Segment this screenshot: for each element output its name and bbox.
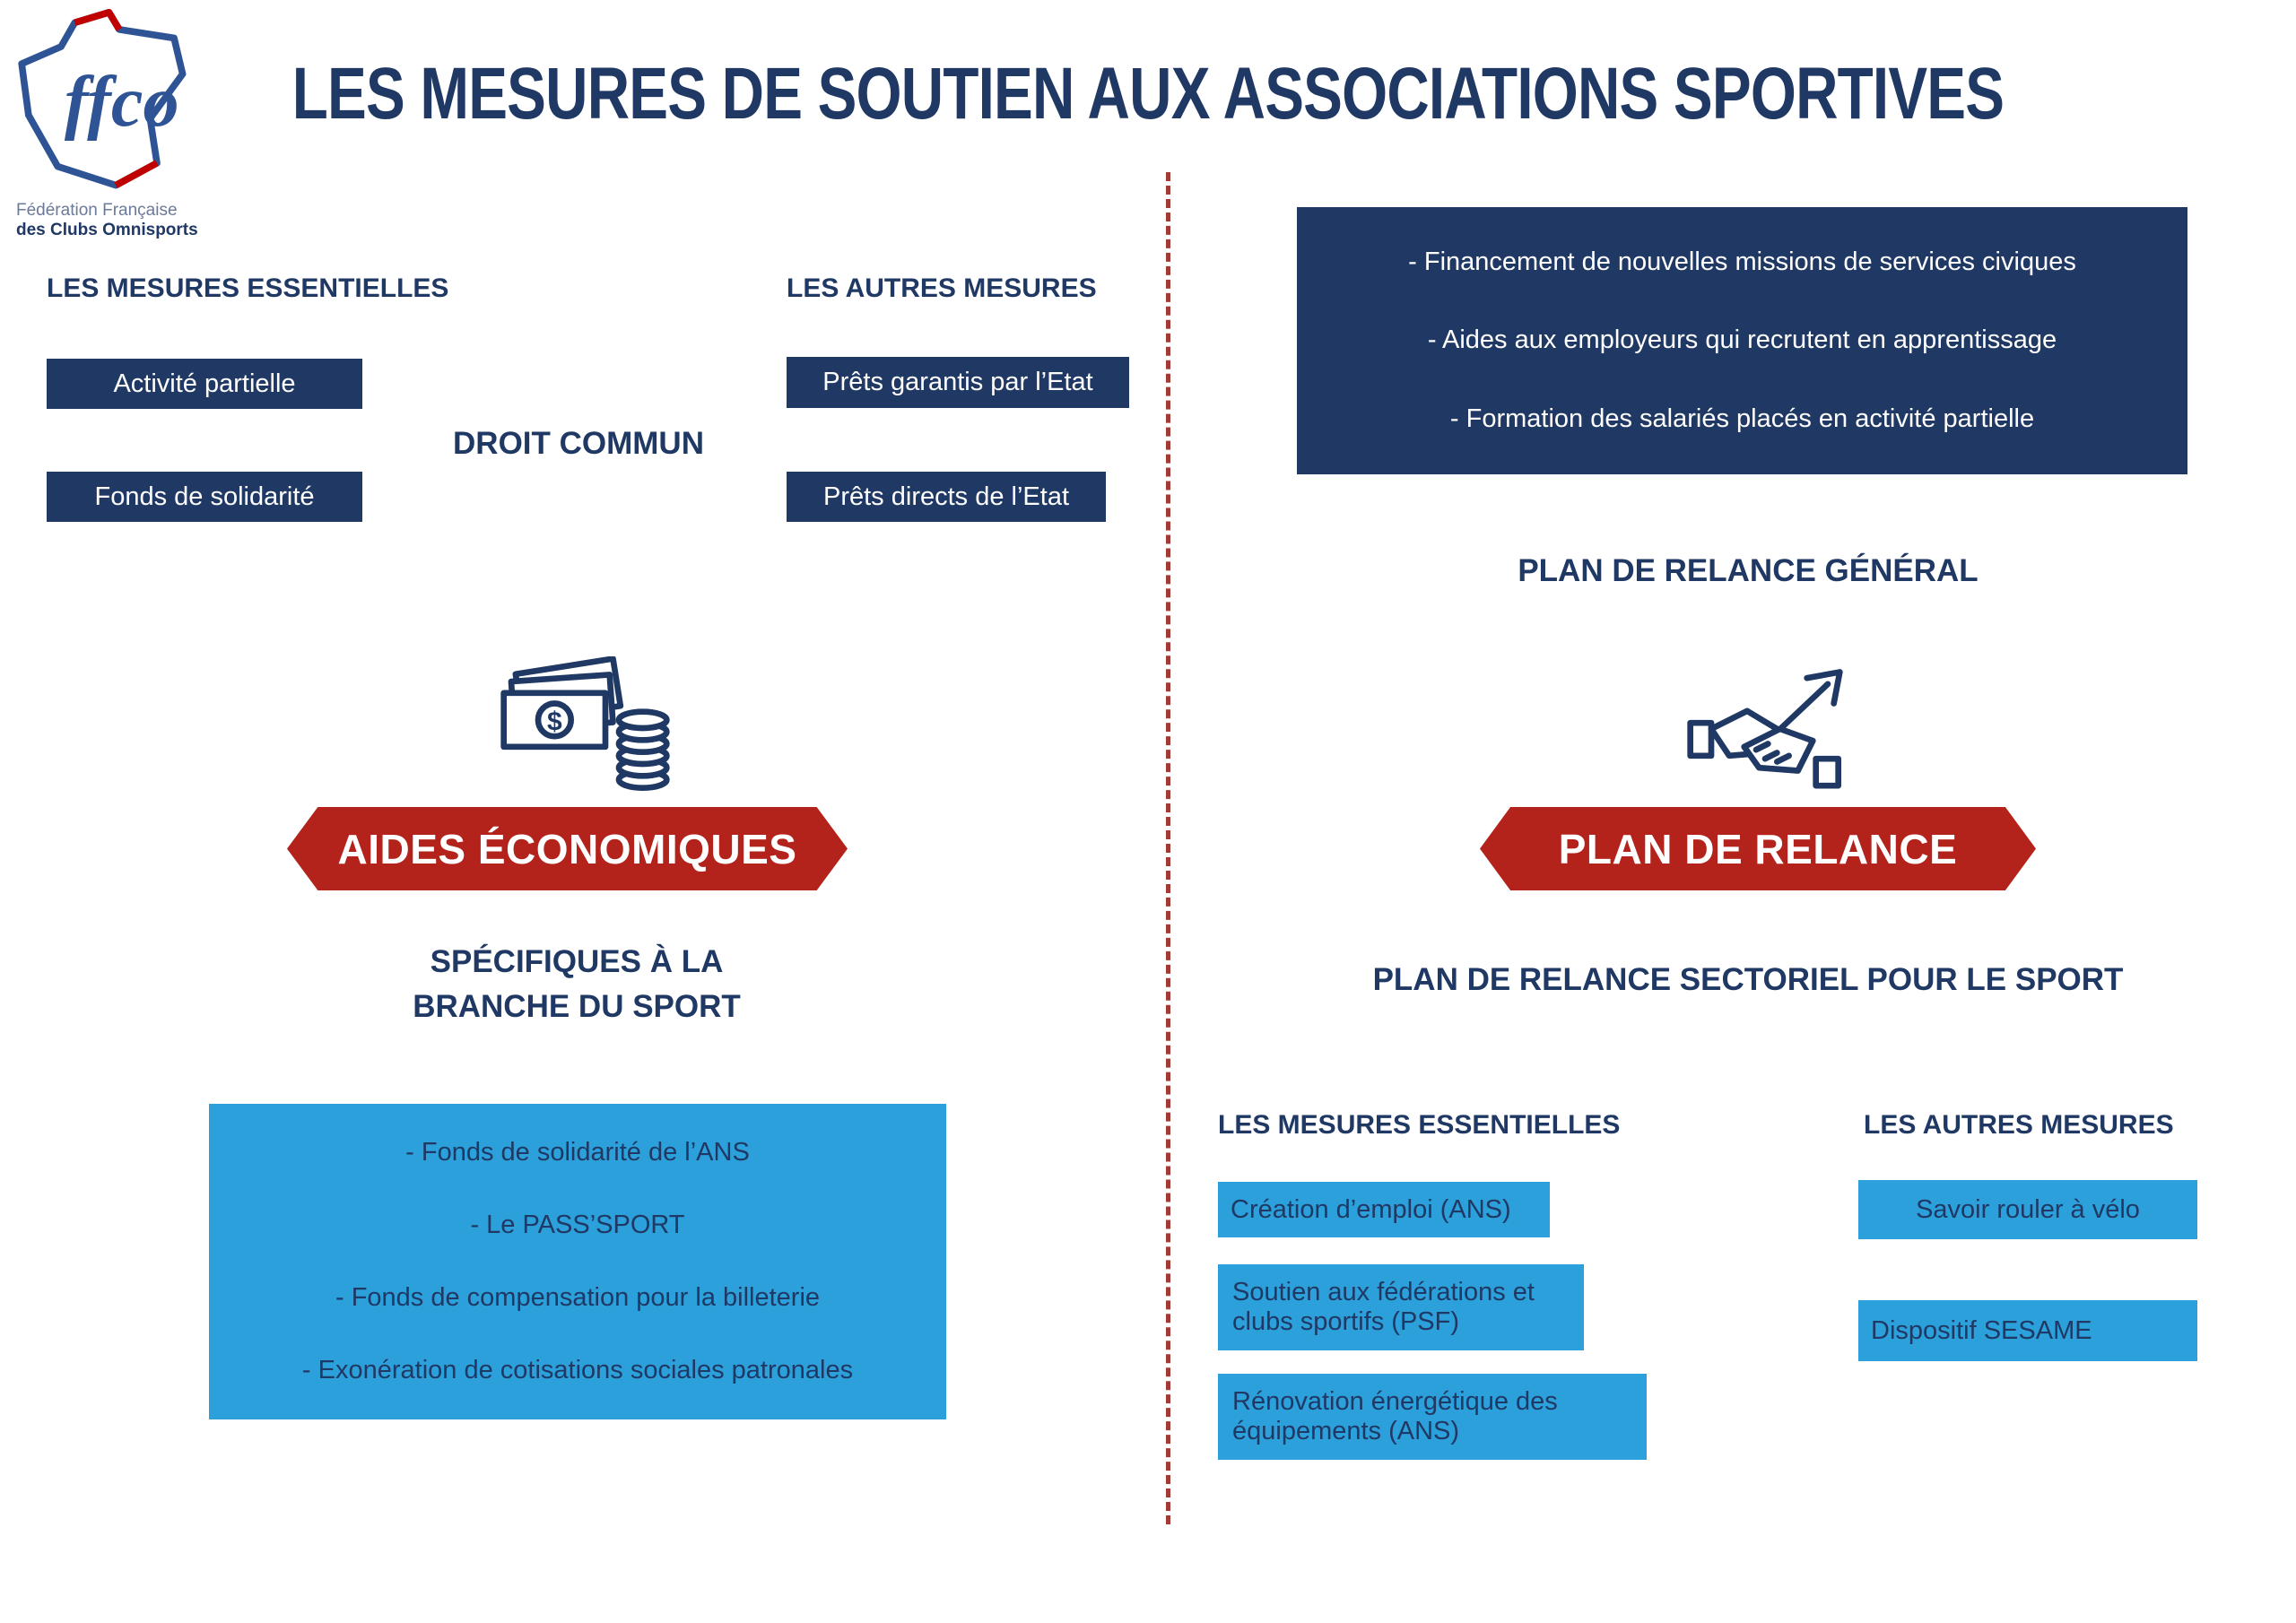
- navy-box-item: - Aides aux employeurs qui recrutent en …: [1427, 325, 2057, 355]
- page-title: LES MESURES DE SOUTIEN AUX ASSOCIATIONS …: [291, 53, 2005, 135]
- ffco-logo-block: ffco Fédération Française des Clubs Omni…: [16, 9, 285, 240]
- left-blue-measures-box: - Fonds de solidarité de l’ANS - Le PASS…: [209, 1104, 946, 1419]
- svg-text:$: $: [547, 707, 562, 737]
- right-other-heading: LES AUTRES MESURES: [1864, 1110, 2174, 1140]
- right-essential-heading: LES MESURES ESSENTIELLES: [1218, 1110, 1621, 1140]
- money-banknotes-icon: $: [489, 655, 677, 809]
- measure-box-renovation-energetique: Rénovation énergétique des équipements (…: [1218, 1374, 1647, 1460]
- left-subtitle-line1: SPÉCIFIQUES À LA: [430, 944, 724, 979]
- measure-box-creation-emploi: Création d’emploi (ANS): [1218, 1182, 1550, 1237]
- left-essential-heading: LES MESURES ESSENTIELLES: [47, 273, 449, 303]
- blue-box-item: - Fonds de compensation pour la billeter…: [335, 1283, 821, 1312]
- blue-box-item: - Exonération de cotisations sociales pa…: [301, 1356, 854, 1384]
- measure-box-soutien-federations: Soutien aux fédérations et clubs sportif…: [1218, 1264, 1584, 1350]
- measure-box-prets-garantis: Prêts garantis par l’Etat: [787, 357, 1129, 408]
- measure-box-prets-directs: Prêts directs de l’Etat: [787, 472, 1106, 522]
- handshake-growth-icon: [1684, 656, 1873, 809]
- measure-box-activite-partielle: Activité partielle: [47, 359, 362, 409]
- droit-commun-label: DROIT COMMUN: [453, 426, 704, 461]
- ffco-acronym: ffco: [65, 63, 179, 142]
- vertical-dashed-divider: [1166, 172, 1170, 1524]
- logo-caption-line2: des Clubs Omnisports: [16, 221, 198, 239]
- ffco-france-map-icon: ffco: [18, 9, 187, 189]
- plan-relance-general-heading: PLAN DE RELANCE GÉNÉRAL: [1518, 553, 1979, 588]
- plan-relance-sectoriel-heading: PLAN DE RELANCE SECTORIEL POUR LE SPORT: [1372, 962, 2124, 997]
- logo-caption-line1: Fédération Française: [16, 201, 178, 220]
- left-subtitle-line2: BRANCHE DU SPORT: [413, 989, 741, 1024]
- navy-box-item: - Financement de nouvelles missions de s…: [1408, 247, 2076, 277]
- plan-de-relance-banner: PLAN DE RELANCE: [1480, 807, 2036, 890]
- blue-box-item: - Fonds de solidarité de l’ANS: [405, 1138, 750, 1167]
- left-other-heading: LES AUTRES MESURES: [787, 273, 1097, 303]
- measure-box-fonds-solidarite: Fonds de solidarité: [47, 472, 362, 522]
- blue-box-item: - Le PASS’SPORT: [470, 1211, 685, 1239]
- left-subtitle: SPÉCIFIQUES À LA BRANCHE DU SPORT: [308, 940, 846, 1029]
- measure-box-dispositif-sesame: Dispositif SESAME: [1858, 1300, 2197, 1361]
- aides-economiques-banner: AIDES ÉCONOMIQUES: [287, 807, 848, 890]
- navy-box-item: - Formation des salariés placés en activ…: [1449, 404, 2035, 433]
- right-navy-info-box: - Financement de nouvelles missions de s…: [1297, 207, 2187, 474]
- measure-box-savoir-rouler: Savoir rouler à vélo: [1858, 1180, 2197, 1239]
